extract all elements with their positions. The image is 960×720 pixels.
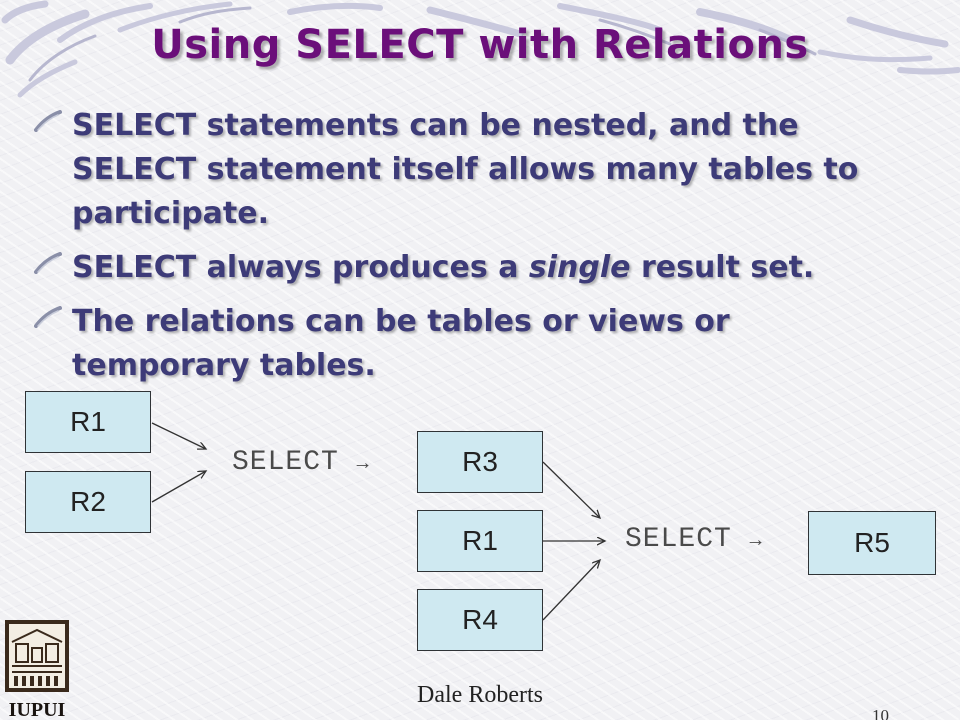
bullet-text-start: SELECT always produces a <box>72 250 529 285</box>
select-label: SELECT <box>625 524 732 555</box>
right-arrow-icon: → <box>749 530 763 553</box>
decorative-brush-strokes <box>1 0 960 98</box>
bullet-text-end: result set. <box>630 250 815 285</box>
arrow-r2-to-select <box>151 471 206 503</box>
arrow-r4-to-select <box>542 560 600 621</box>
bullet-item: SELECT statements can be nested, and the… <box>30 104 910 236</box>
arrow-r3-to-select <box>542 461 600 518</box>
bullet-list: SELECT statements can be nested, and the… <box>30 104 910 398</box>
slide-title: Using SELECT with Relations <box>151 22 809 68</box>
logo-text: IUPUI <box>9 699 66 720</box>
bullet-text: SELECT statements can be nested, and the… <box>72 108 859 231</box>
brush-stroke-bullet-icon <box>34 252 62 274</box>
relation-box-r4: R4 <box>417 589 543 651</box>
page-number: 10 <box>872 706 889 720</box>
brush-stroke-bullet-icon <box>34 306 62 328</box>
emphasized-word: single <box>528 250 631 285</box>
relation-box-r1-second: R1 <box>417 510 543 572</box>
relation-box-r3: R3 <box>417 431 543 493</box>
author-footer: Dale Roberts <box>417 682 543 708</box>
select-label: SELECT <box>232 447 339 478</box>
bullet-item: The relations can be tables or views or … <box>30 300 910 388</box>
iupui-logo: IUPUI <box>5 620 69 720</box>
bullet-text: The relations can be tables or views or … <box>72 304 730 383</box>
relation-box-r1: R1 <box>25 391 151 453</box>
select-operator-1: SELECT → <box>232 447 370 478</box>
arrow-r1-to-select <box>151 422 206 449</box>
bullet-text: SELECT always produces a single result s… <box>72 246 910 290</box>
brush-stroke-bullet-icon <box>34 110 62 132</box>
bullet-item: SELECT always produces a single result s… <box>30 246 910 290</box>
select-operator-2: SELECT → <box>625 524 763 555</box>
relation-box-r5: R5 <box>808 511 936 575</box>
relation-box-r2: R2 <box>25 471 151 533</box>
right-arrow-icon: → <box>356 453 370 476</box>
